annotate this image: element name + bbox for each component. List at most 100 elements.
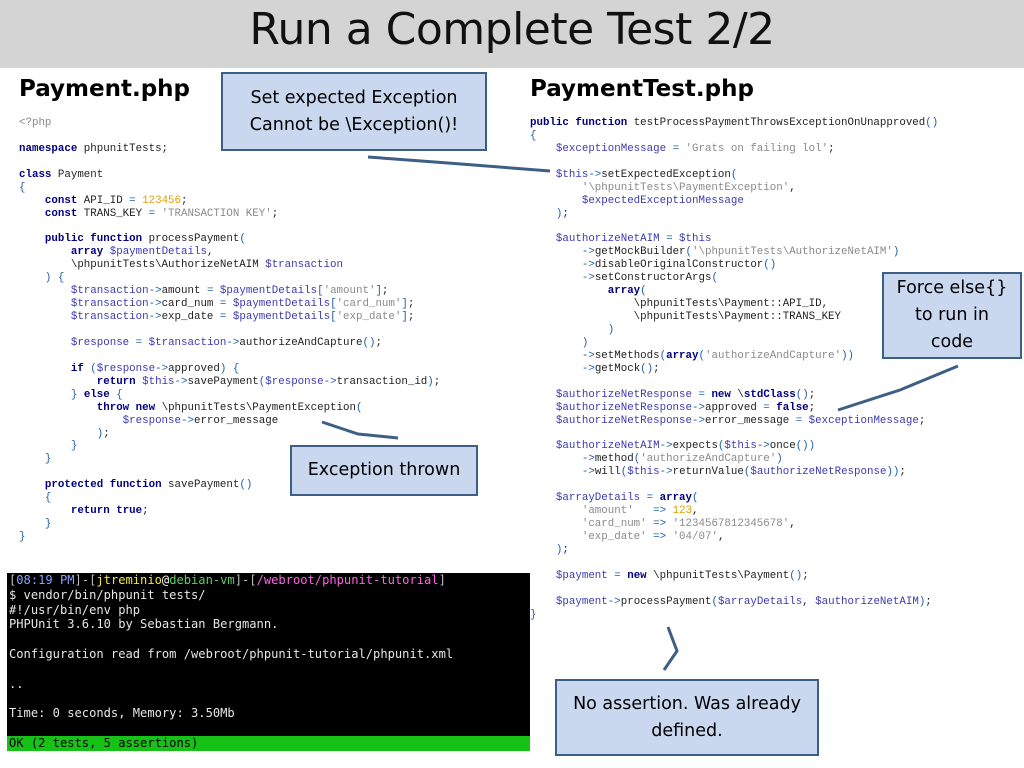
code-line: $exceptionMessage = 'Grats on failing lo…	[530, 143, 938, 156]
code-line: protected function savePayment()	[19, 479, 440, 492]
code-token: $this	[679, 233, 712, 246]
code-token: $this	[142, 375, 175, 388]
code-token: ->	[692, 414, 705, 427]
code-token: ->	[581, 259, 595, 272]
code-token: $exceptionMessage	[808, 414, 919, 427]
code-token: if	[70, 362, 84, 375]
code-line: ->disableOriginalConstructor()	[530, 259, 938, 272]
code-token: class	[19, 168, 52, 181]
code-token: ,	[789, 518, 796, 531]
code-token: ;	[181, 194, 188, 207]
code-token: (	[239, 233, 246, 246]
code-token: ]	[401, 311, 408, 324]
code-token: TRANS_KEY	[77, 207, 149, 220]
code-token: ;	[802, 569, 809, 582]
code-line: }	[530, 609, 938, 622]
code-token: $transaction	[265, 259, 343, 272]
code-token: =	[666, 233, 673, 246]
code-token: $authorizeNetResponse	[555, 388, 692, 401]
code-line: \phpunitTests\Payment::API_ID,	[530, 298, 938, 311]
code-token: ->	[659, 466, 673, 479]
code-token: )	[219, 362, 227, 375]
code-token: ;	[562, 207, 569, 220]
terminal-line: Time: 0 seconds, Memory: 3.50Mb	[9, 706, 235, 721]
left-file-title: Payment.php	[19, 76, 191, 102]
code-line: if ($response->approved) {	[19, 363, 440, 376]
code-token: ]	[401, 298, 408, 311]
code-token: approved	[168, 362, 220, 375]
code-token: $expectedExceptionMessage	[581, 194, 744, 207]
code-line: 'amount' => 123,	[530, 505, 938, 518]
code-token: throw	[96, 401, 130, 414]
code-token: '1234567812345678'	[672, 518, 790, 531]
code-line: )	[530, 324, 938, 337]
code-token: savePayment	[187, 375, 259, 388]
code-token: ;	[407, 311, 415, 324]
code-token: $this	[627, 466, 660, 479]
code-token: (	[692, 492, 699, 505]
code-token: array	[666, 349, 699, 362]
code-line: public function testProcessPaymentThrows…	[530, 117, 938, 130]
code-token: )	[555, 207, 563, 220]
code-token: ,	[789, 181, 796, 194]
code-line: 'exp_date' => '04/07',	[530, 531, 938, 544]
right-file-title: PaymentTest.php	[530, 76, 754, 102]
code-token: return	[96, 375, 136, 388]
code-token: function	[109, 479, 162, 492]
code-line: ->getMockBuilder('\phpunitTests\Authoriz…	[530, 246, 938, 259]
code-token: authorizeAndCapture	[239, 336, 363, 349]
code-token: ())	[795, 440, 816, 453]
code-line: class Payment	[19, 169, 440, 182]
code-token: array	[607, 285, 641, 298]
code-token: $exceptionMessage	[555, 142, 667, 155]
code-token: =	[646, 492, 654, 505]
terminal-line: Configuration read from /webroot/phpunit…	[9, 646, 454, 661]
code-token: (	[659, 349, 667, 362]
code-token: testProcessPaymentThrowsExceptionOnUnapp…	[627, 117, 926, 129]
code-token: ()	[362, 336, 376, 349]
code-token: ->	[659, 440, 673, 453]
code-token: =	[219, 298, 227, 311]
code-token: '\phpunitTests\AuthorizeNetAIM'	[692, 246, 893, 259]
code-token: =>	[653, 518, 667, 531]
code-token: 'amount'	[581, 505, 634, 518]
code-token: processPayment	[142, 233, 240, 246]
code-line: $authorizeNetResponse = new \stdClass();	[530, 389, 938, 402]
code-line: );	[530, 544, 938, 557]
code-token: $response	[70, 336, 130, 349]
code-token: disableOriginalConstructor	[594, 259, 764, 272]
code-token: ;	[828, 142, 835, 155]
code-token: public	[530, 117, 569, 129]
connector-no-assertion	[662, 626, 679, 671]
callout-expected-exception: Set expected Exception Cannot be \Except…	[221, 72, 487, 151]
code-token: \phpunitTests\PaymentException	[155, 401, 356, 414]
code-token: =	[129, 194, 136, 207]
code-token: (	[711, 272, 718, 285]
code-token: ;	[653, 362, 660, 375]
code-token: ,	[802, 595, 816, 608]
code-token: 'TRANSACTION KEY'	[161, 207, 272, 220]
code-token: ;	[808, 388, 816, 401]
code-token: array	[659, 492, 693, 505]
code-token: ,	[692, 505, 699, 518]
terminal-prompt-line: [08:19 PM]-[jtreminio@debian-vm]-[/webro…	[9, 573, 446, 587]
code-token: else	[83, 388, 110, 401]
code-token: expects	[672, 440, 718, 453]
code-token: $transaction	[148, 336, 227, 349]
code-token: ;	[899, 466, 906, 479]
code-line: $authorizeNetAIM = $this	[530, 233, 938, 246]
code-token: false	[776, 401, 809, 414]
code-line: ->method('authorizeAndCapture')	[530, 453, 938, 466]
code-token: '\phpunitTests\PaymentException'	[581, 181, 790, 194]
code-token: $transaction	[70, 298, 149, 311]
code-line: $transaction->exp_date = $paymentDetails…	[19, 311, 440, 324]
code-token: [	[317, 285, 324, 298]
code-token: 'authorizeAndCapture'	[704, 349, 842, 362]
code-token: (	[620, 466, 628, 479]
code-token: ()	[795, 388, 809, 401]
code-token: ()	[789, 569, 803, 582]
code-line: $expectedExceptionMessage	[530, 195, 938, 208]
code-line: }	[19, 440, 440, 453]
code-token: $paymentDetails	[109, 246, 207, 259]
code-token: )	[96, 427, 104, 440]
